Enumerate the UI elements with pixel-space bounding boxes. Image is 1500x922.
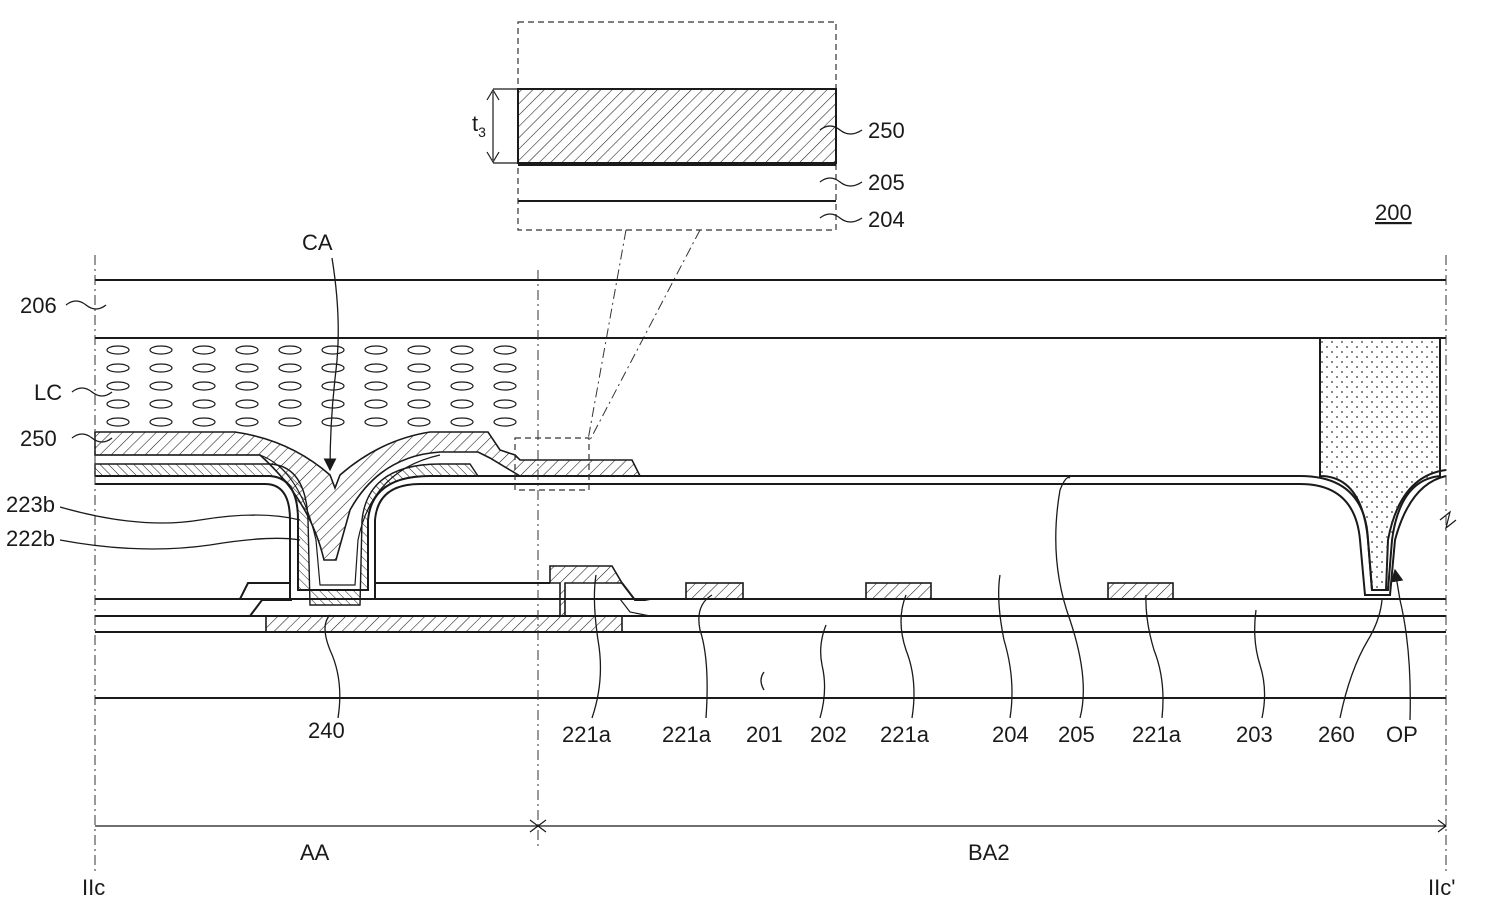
lc-molecule	[322, 382, 344, 390]
region-dimensions	[95, 820, 1446, 832]
inset-label-205: 205	[868, 170, 905, 195]
lc-molecule	[279, 346, 301, 354]
label-202: 202	[810, 722, 847, 747]
label-221a-1: 221a	[562, 722, 612, 747]
pad-221a-1	[686, 583, 743, 599]
label-206: 206	[20, 293, 57, 318]
lc-molecule	[408, 346, 430, 354]
label-223b: 223b	[6, 492, 55, 517]
label-205: 205	[1058, 722, 1095, 747]
lc-molecule	[408, 364, 430, 372]
lc-molecule	[408, 400, 430, 408]
label-250: 250	[20, 426, 57, 451]
lc-molecule	[322, 364, 344, 372]
lc-molecule	[107, 346, 129, 354]
lc-molecule	[322, 418, 344, 426]
spacer-260	[1320, 338, 1440, 590]
section-left: IIc	[82, 875, 105, 900]
lc-molecule	[408, 418, 430, 426]
lc-molecule	[150, 364, 172, 372]
lc-molecule	[451, 382, 473, 390]
layer-240	[266, 616, 622, 632]
lc-molecule	[150, 400, 172, 408]
layer-204-outline	[375, 476, 1446, 600]
label-201: 201	[746, 722, 783, 747]
lc-molecule	[279, 418, 301, 426]
lc-molecule	[494, 418, 516, 426]
lc-molecule	[107, 400, 129, 408]
lc-molecule	[150, 418, 172, 426]
lc-molecule	[236, 364, 258, 372]
label-204: 204	[992, 722, 1029, 747]
lc-molecule	[494, 364, 516, 372]
label-240: 240	[308, 718, 345, 743]
inset-label-204: 204	[868, 207, 905, 232]
lc-molecule	[451, 364, 473, 372]
lc-molecule	[365, 364, 387, 372]
figure-ref: 200	[1375, 200, 1412, 225]
label-203: 203	[1236, 722, 1273, 747]
leader-lines	[60, 301, 1382, 718]
section-right: IIc'	[1428, 875, 1455, 900]
lc-molecule	[236, 418, 258, 426]
lc-molecule	[322, 346, 344, 354]
lc-molecule	[365, 400, 387, 408]
lc-molecule	[193, 364, 215, 372]
label-260: 260	[1318, 722, 1355, 747]
lc-molecule	[279, 364, 301, 372]
lc-molecule	[107, 382, 129, 390]
lc-molecule	[365, 346, 387, 354]
lc-molecule	[365, 382, 387, 390]
label-221a-3: 221a	[880, 722, 930, 747]
lc-molecule	[150, 382, 172, 390]
label-222b: 222b	[6, 526, 55, 551]
layers	[95, 280, 1456, 698]
lc-molecule	[494, 400, 516, 408]
pad-221a-3	[1108, 583, 1173, 599]
lc-molecule	[107, 364, 129, 372]
lc-molecule	[451, 346, 473, 354]
label-221a-2: 221a	[662, 722, 712, 747]
region-ba2: BA2	[968, 840, 1010, 865]
inset-thickness-label: t3	[472, 111, 486, 140]
lc-molecule	[236, 400, 258, 408]
lc-molecule	[494, 346, 516, 354]
lc-molecule	[193, 418, 215, 426]
lc-molecule	[107, 418, 129, 426]
pad-221a-2	[866, 583, 931, 599]
lc-molecule	[279, 400, 301, 408]
lc-molecule	[408, 382, 430, 390]
lc-molecule	[193, 382, 215, 390]
lc-molecule	[451, 400, 473, 408]
label-221a-4: 221a	[1132, 722, 1182, 747]
contact-221a	[550, 566, 622, 616]
region-aa: AA	[300, 840, 330, 865]
lc-molecule	[150, 346, 172, 354]
lc-molecule	[193, 400, 215, 408]
lc-molecule	[193, 346, 215, 354]
inset-layer-250	[518, 89, 836, 163]
labels: 200 t3 250 205 204 CA 206 LC 250 223b 22…	[6, 111, 1455, 900]
lc-molecule	[365, 418, 387, 426]
label-lc: LC	[34, 380, 62, 405]
inset-detail	[487, 22, 862, 440]
lc-molecule	[494, 382, 516, 390]
lc-molecule	[451, 418, 473, 426]
lc-molecule	[236, 382, 258, 390]
lc-molecule	[236, 346, 258, 354]
lc-molecule	[279, 382, 301, 390]
label-ca: CA	[302, 230, 333, 255]
liquid-crystal-field	[107, 346, 516, 426]
inset-label-250: 250	[868, 118, 905, 143]
label-op: OP	[1386, 722, 1418, 747]
